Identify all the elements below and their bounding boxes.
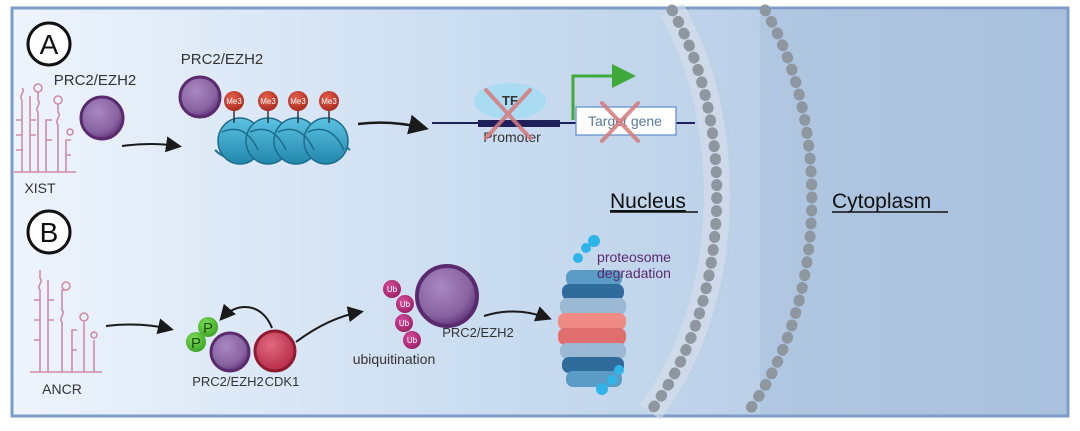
prc2-complex-icon	[79, 95, 125, 141]
arrow-to-proteasome	[483, 306, 552, 322]
arrow-cdk1-phosphorylation	[219, 303, 273, 329]
me3-marks: Me3 Me3 Me3 Me3	[224, 91, 339, 123]
me3-mark-2	[258, 91, 278, 111]
me3-label-4: Me3	[321, 97, 337, 106]
arrow-to-ubiquitination	[295, 306, 364, 343]
ub-mark-1	[383, 280, 401, 298]
prc2-label-ub: PRC2/EZH2	[442, 325, 514, 340]
ub-label-3: Ub	[399, 319, 410, 328]
ub-label-4: Ub	[407, 336, 418, 345]
me3-label-1: Me3	[226, 97, 242, 106]
prc2-label-a-left: PRC2/EZH2	[54, 72, 137, 89]
ancr-label: ANCR	[42, 381, 82, 397]
prc2-label-phospho: PRC2/EZH2	[192, 374, 264, 389]
panel-b-badge: B	[26, 209, 72, 255]
panel-a-letter: A	[40, 29, 59, 60]
me3-mark-1	[224, 91, 244, 111]
xist-label: XIST	[24, 180, 56, 196]
phospho-label-2: P	[191, 335, 201, 352]
tf-label: TF	[502, 93, 518, 108]
ub-mark-4	[403, 331, 421, 349]
ub-label-2: Ub	[400, 300, 411, 309]
arrow-nucleosome-to-promoter	[357, 114, 429, 135]
arrow-xist-to-nucleosome	[121, 136, 182, 153]
ub-label-1: Ub	[387, 285, 398, 294]
prc2-label-a-right: PRC2/EZH2	[181, 51, 264, 68]
prc2-complex-icon	[415, 264, 479, 328]
nucleus-label: Nucleus	[610, 190, 686, 213]
panel-b: B ANCR P P PRC2/EZH2 CDK1	[26, 209, 671, 397]
cdk1-label: CDK1	[265, 374, 300, 389]
ub-mark-2	[396, 295, 414, 313]
prc2-complex-icon	[178, 75, 222, 119]
target-gene-label: Target gene	[588, 113, 662, 129]
ubiquitination-label: ubiquitination	[353, 351, 436, 367]
cytoplasm-label: Cytoplasm	[832, 190, 931, 213]
nucleosome-array	[214, 117, 351, 165]
target-gene-cross-icon	[600, 101, 640, 143]
me3-label-2: Me3	[260, 97, 276, 106]
gene-locus: TF Promoter Target gene	[432, 64, 695, 145]
cdk1-kinase-icon	[253, 329, 297, 373]
ancr-rna-icon	[30, 270, 102, 373]
proteosome-label-line1: proteosome	[597, 249, 671, 265]
ub-mark-3	[395, 314, 413, 332]
phospho-group-2	[186, 332, 206, 352]
me3-mark-3	[288, 91, 308, 111]
transcription-start-arrow	[571, 64, 636, 120]
phospho-label-1: P	[203, 320, 213, 337]
panel-b-letter: B	[40, 217, 59, 248]
proteasome-icon	[558, 235, 626, 395]
nuclear-membrane	[639, 3, 818, 420]
prc2-complex-icon	[209, 331, 251, 373]
panel-a-badge: A	[26, 21, 72, 67]
phospho-group-1	[198, 317, 218, 337]
ubiquitin-chain: Ub Ub Ub Ub	[383, 280, 421, 349]
panel-a: A XIST PRC2/EZH2 PRC2/EZH2	[14, 21, 695, 196]
arrow-ancr-to-prc2	[105, 318, 174, 335]
me3-mark-4	[319, 91, 339, 111]
xist-rna-icon	[14, 83, 76, 173]
me3-label-3: Me3	[290, 97, 306, 106]
proteosome-label-line2: degradation	[597, 265, 671, 281]
tf-cross-icon	[484, 88, 532, 140]
